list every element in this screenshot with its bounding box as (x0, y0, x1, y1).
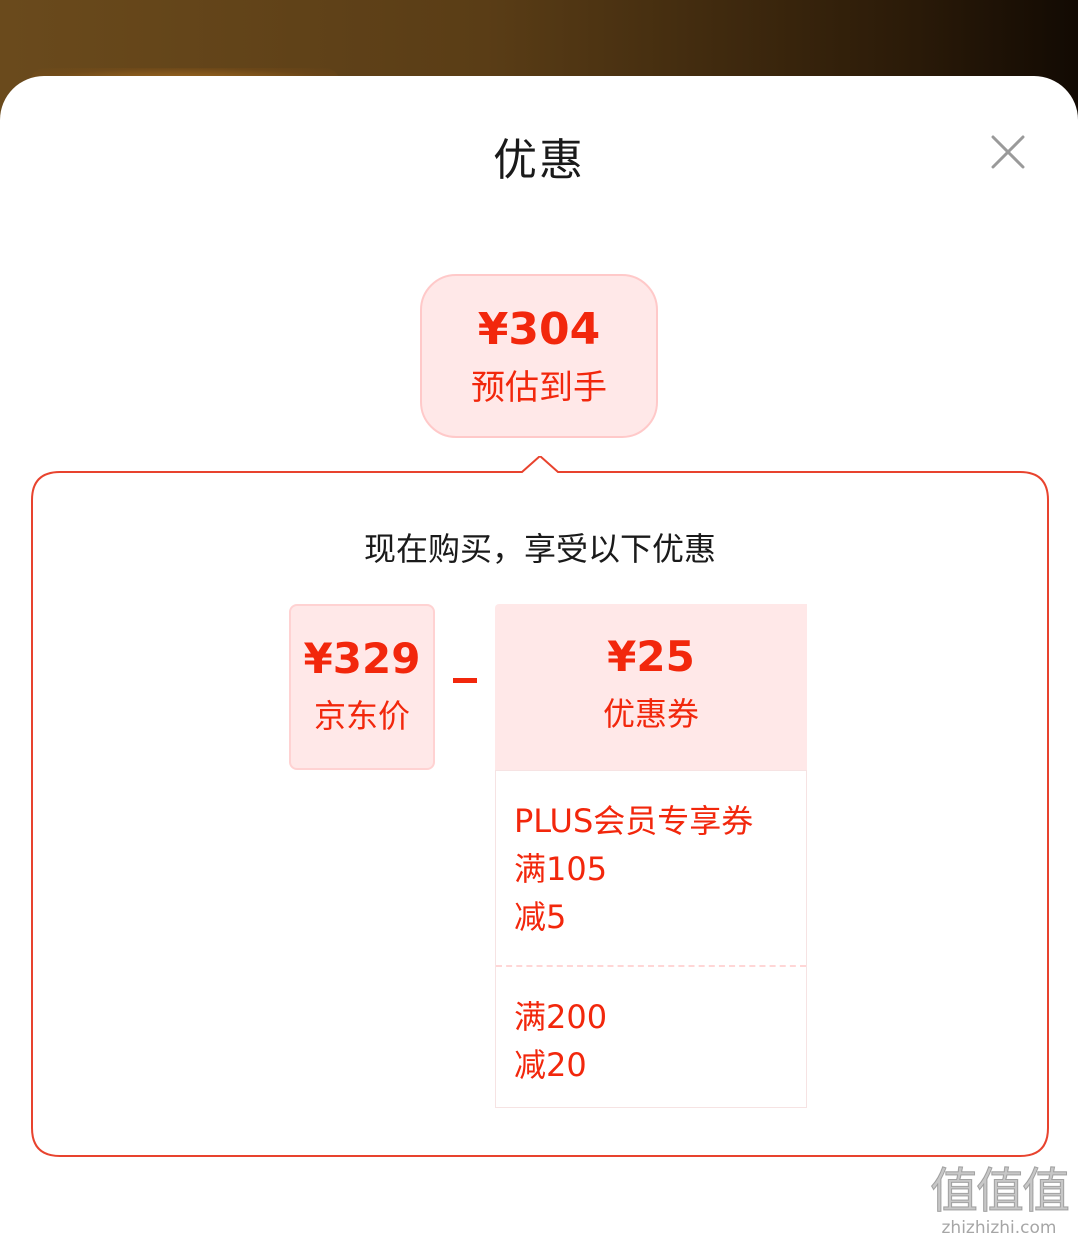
estimated-price-label: 预估到手 (471, 368, 607, 408)
discount-bottom-sheet: 优惠 ¥304 预估到手 现在购买，享受以下优惠 ¥329 京东价 ¥25 优惠… (0, 76, 1078, 1248)
jd-price-box: ¥329 京东价 (289, 604, 435, 770)
minus-operator (453, 678, 477, 683)
close-button[interactable] (988, 132, 1028, 172)
coupon-total-box: ¥25 优惠券 (495, 604, 807, 770)
coupon-total-label: 优惠券 (602, 695, 699, 733)
coupon-item-line: 满200 (514, 998, 608, 1036)
promotion-frame: 现在购买，享受以下优惠 ¥329 京东价 ¥25 优惠券 PLUS会员专享券 满… (30, 456, 1050, 1158)
estimated-price-badge: ¥304 预估到手 (420, 274, 658, 438)
coupon-total-amount: ¥25 (607, 632, 695, 681)
promotion-frame-outline (31, 456, 1049, 1157)
close-icon (991, 135, 1025, 169)
watermark-url: zhizhizhi.com (941, 1218, 1057, 1238)
coupon-item-full-reduction: 满200 减20 (496, 965, 806, 1113)
coupon-item-line: 减20 (514, 1046, 587, 1084)
jd-price-label: 京东价 (313, 697, 410, 735)
site-watermark: 值值值 zhizhizhi.com (926, 1164, 1072, 1244)
coupon-item-plus: PLUS会员专享券 满105 减5 (496, 771, 806, 965)
coupon-item-line: PLUS会员专享券 (514, 802, 754, 840)
promotion-heading: 现在购买，享受以下优惠 (363, 530, 716, 568)
coupon-item-line: 减5 (514, 898, 567, 936)
watermark-logo: 值值值 (929, 1163, 1070, 1219)
coupon-list: PLUS会员专享券 满105 减5 满200 减20 (495, 770, 807, 1108)
sheet-title: 优惠 (493, 135, 585, 186)
coupon-item-line: 满105 (514, 850, 608, 888)
estimated-price: ¥304 (477, 304, 601, 355)
jd-price-amount: ¥329 (303, 634, 421, 683)
